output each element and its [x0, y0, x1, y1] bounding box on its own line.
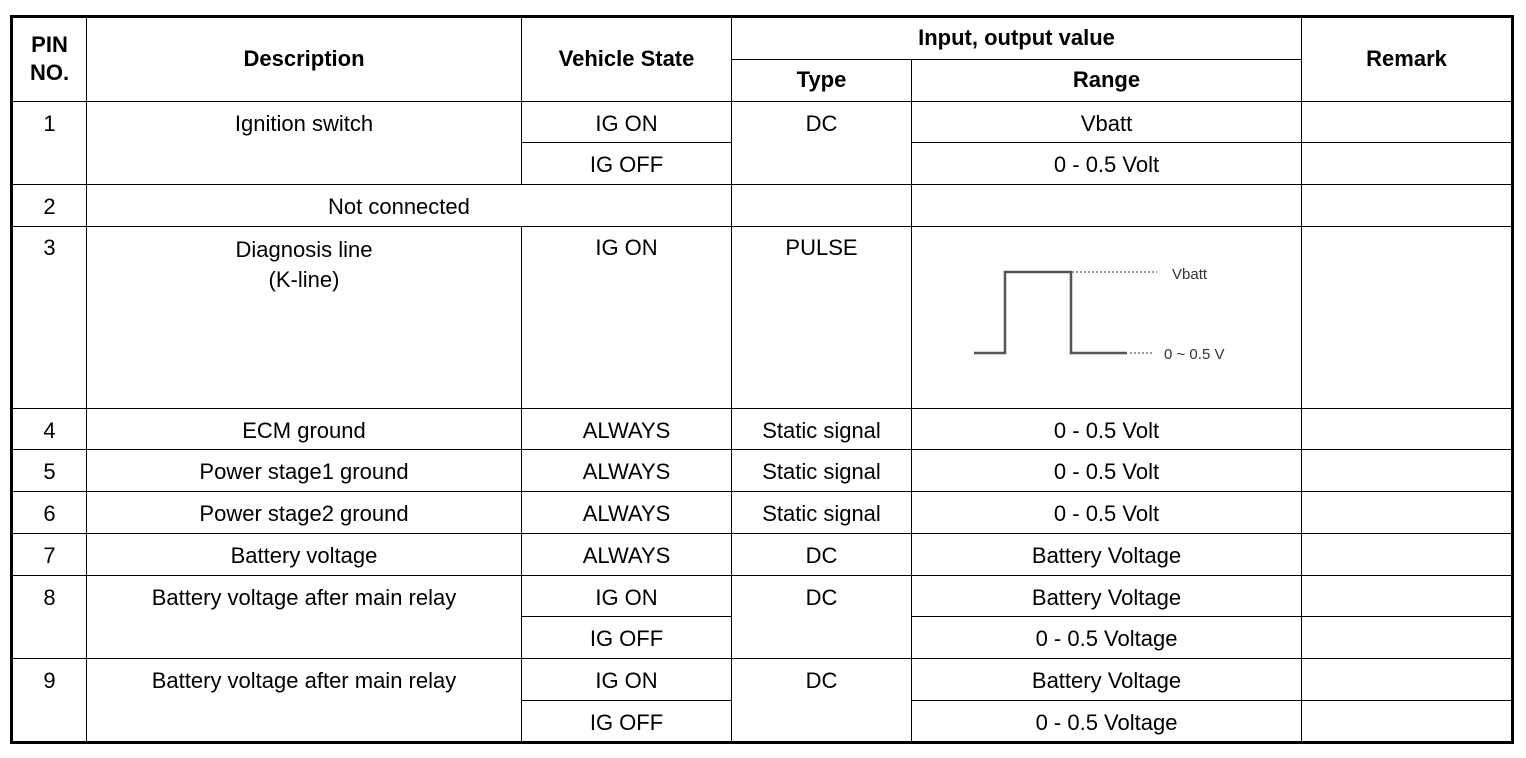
pin-table: PIN NO. Description Vehicle State Input,…: [10, 15, 1515, 744]
header-type: Type: [731, 58, 912, 102]
range-cell: Battery Voltage: [910, 658, 1303, 702]
pin-cell: 8: [11, 574, 87, 660]
state-cell: ALWAYS: [521, 407, 732, 451]
table-row: IG OFF 0 - 0.5 Voltage: [12, 700, 1514, 743]
state-cell: IG OFF: [521, 700, 732, 743]
range-cell: 0 - 0.5 Volt: [910, 449, 1303, 493]
type-cell: Static signal: [731, 407, 912, 451]
state-cell: IG ON: [521, 226, 732, 409]
header-subrow: Type Range: [12, 58, 1513, 102]
table-row: 1 Ignition switch IG ON DC Vbatt: [11, 100, 1514, 186]
header-io-value: Input, output value: [730, 16, 1303, 60]
type-cell: [731, 184, 912, 227]
table-row: 7 Battery voltage ALWAYS DC Battery Volt…: [11, 532, 1514, 576]
state-cell: IG OFF: [521, 142, 732, 186]
header-description: Description: [86, 16, 522, 102]
description-cell: Battery voltage: [86, 532, 522, 576]
remark-cell: [1301, 449, 1514, 493]
table-row: 9 Battery voltage after main relay IG ON…: [11, 658, 1514, 743]
range-cell: 0 - 0.5 Volt: [910, 407, 1303, 451]
table-row: 5 Power stage1 ground ALWAYS Static sign…: [11, 449, 1514, 493]
table-row: 3 Diagnosis line (K-line) IG ON PULSE Vb…: [11, 226, 1514, 409]
range-cell: 0 - 0.5 Volt: [910, 491, 1303, 534]
state-cell: ALWAYS: [521, 449, 732, 493]
description-cell: Battery voltage after main relay: [86, 658, 522, 743]
header-pin: PIN NO.: [11, 16, 87, 102]
pulse-line: [974, 270, 1127, 355]
pin-cell: 3: [11, 226, 87, 409]
range-cell: Battery Voltage: [910, 574, 1303, 618]
state-cell: IG ON: [521, 658, 732, 702]
table-row: 2 Not connected: [11, 184, 1514, 227]
pin-cell: 6: [11, 491, 87, 534]
table-row: 6 Power stage2 ground ALWAYS Static sign…: [11, 491, 1514, 534]
table-row: IG OFF 0 - 0.5 Voltage: [12, 616, 1514, 660]
table-row: 8 Battery voltage after main relay IG ON…: [11, 574, 1514, 660]
remark-cell: [1301, 184, 1514, 227]
remark-cell: [1301, 658, 1514, 702]
pin-cell: 4: [11, 407, 87, 451]
header-pin-line1: PIN: [31, 32, 68, 58]
remark-cell: [1301, 616, 1514, 660]
remark-cell: [1301, 700, 1514, 743]
pin-cell: 2: [11, 184, 87, 227]
description-cell: Power stage2 ground: [86, 491, 522, 534]
remark-cell: [1301, 100, 1514, 144]
range-cell: 0 - 0.5 Volt: [910, 142, 1303, 186]
description-line2: (K-line): [268, 267, 340, 292]
pin-cell: 5: [11, 449, 87, 493]
type-cell: DC: [731, 100, 912, 186]
type-cell: PULSE: [731, 226, 912, 409]
description-line1: Diagnosis line: [235, 237, 373, 262]
header-row: PIN NO. Description Vehicle State Input,…: [11, 16, 1514, 102]
state-cell: IG ON: [521, 100, 732, 144]
state-cell: IG OFF: [521, 616, 732, 660]
description-cell: Battery voltage after main relay: [86, 574, 522, 660]
remark-cell: [1301, 532, 1514, 576]
state-cell: ALWAYS: [521, 491, 732, 534]
type-cell: DC: [731, 574, 912, 660]
range-cell: Battery Voltage: [910, 532, 1303, 576]
remark-cell: [1301, 574, 1514, 618]
remark-cell: [1301, 142, 1514, 186]
table-row: 4 ECM ground ALWAYS Static signal 0 - 0.…: [11, 407, 1514, 451]
pulse-waveform: Vbatt 0 ~ 0.5 V: [974, 266, 1224, 363]
range-cell: Vbatt 0 ~ 0.5 V: [910, 226, 1303, 409]
remark-cell: [1301, 407, 1514, 451]
pin-cell: 1: [11, 100, 87, 186]
vbatt-label: Vbatt: [1172, 266, 1208, 283]
description-cell: Not connected: [86, 184, 732, 227]
range-cell: 0 - 0.5 Voltage: [910, 700, 1303, 743]
description-cell: Power stage1 ground: [86, 449, 522, 493]
header-remark: Remark: [1301, 16, 1514, 102]
header-pin-line2: NO.: [29, 60, 70, 86]
low-voltage-label: 0 ~ 0.5 V: [1164, 346, 1224, 363]
range-cell: [910, 184, 1303, 227]
type-cell: Static signal: [731, 449, 912, 493]
range-cell: Vbatt: [910, 100, 1303, 144]
type-cell: DC: [731, 532, 912, 576]
type-cell: DC: [731, 658, 912, 743]
description-cell: ECM ground: [86, 407, 522, 451]
description-cell: Diagnosis line (K-line): [86, 226, 522, 409]
type-cell: Static signal: [731, 491, 912, 534]
pin-cell: 9: [11, 658, 87, 743]
state-cell: IG ON: [521, 574, 732, 618]
remark-cell: [1301, 491, 1514, 534]
range-cell: 0 - 0.5 Voltage: [910, 616, 1303, 660]
description-cell: Ignition switch: [86, 100, 522, 186]
header-range: Range: [910, 58, 1303, 102]
state-cell: ALWAYS: [521, 532, 732, 576]
remark-cell: [1301, 226, 1514, 409]
pin-cell: 7: [11, 532, 87, 576]
header-vehicle-state: Vehicle State: [521, 16, 732, 102]
